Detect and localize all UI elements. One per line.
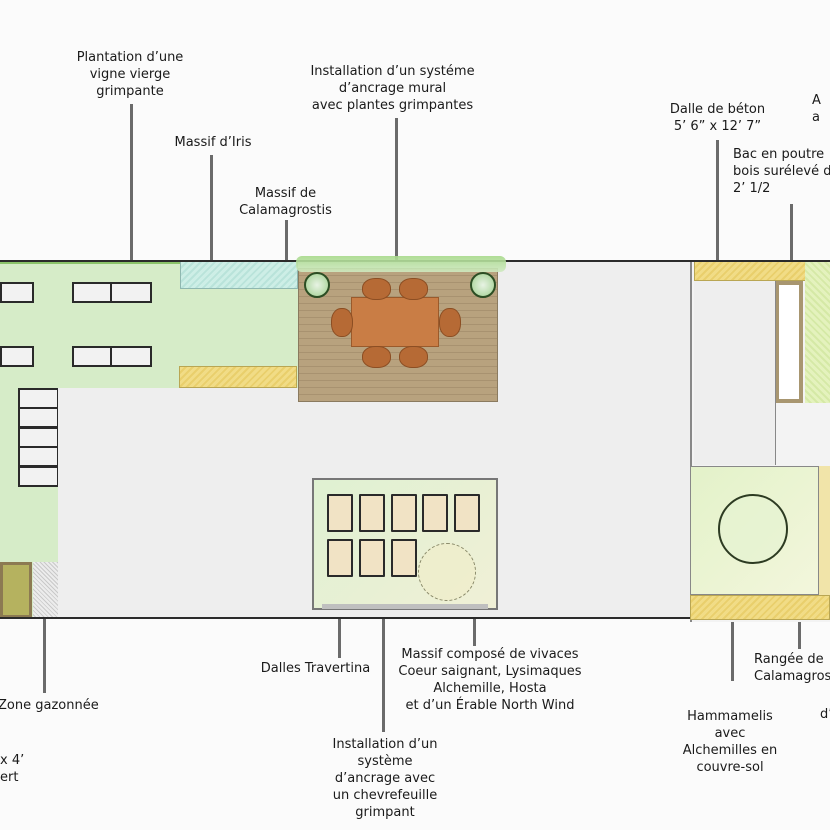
travertine-tile xyxy=(359,494,385,532)
paver xyxy=(18,466,59,487)
label-rangee-calamagrostis: Rangée de Calamagros xyxy=(754,652,830,684)
planter-pot-right-icon xyxy=(470,272,496,298)
travertine-tile xyxy=(327,539,353,577)
paver xyxy=(0,346,34,367)
honeysuckle-trellis xyxy=(322,604,488,609)
label-ancrage-chevrefeuille: Installation d’un système d’ancrage avec… xyxy=(332,737,438,820)
chair-icon xyxy=(362,346,391,368)
climbing-plants xyxy=(296,256,506,272)
chair-icon xyxy=(331,308,353,337)
label-right-fragment: d’ xyxy=(820,707,830,722)
leader-line-dalle-beton xyxy=(716,140,719,305)
travertine-tile xyxy=(454,494,480,532)
label-left-fragment: x 4’ ert xyxy=(0,753,25,785)
leader-line-ancrage-mural xyxy=(395,118,398,268)
travertine-tile xyxy=(391,494,417,532)
leader-line-iris xyxy=(210,155,213,281)
patio-slab-left xyxy=(58,388,310,618)
paver xyxy=(72,282,112,303)
iris-bed xyxy=(180,261,298,289)
paver xyxy=(110,346,152,367)
yellow-strip-right xyxy=(819,466,830,595)
leader-line-rangee-calamagrostis xyxy=(798,603,801,649)
paver xyxy=(72,346,112,367)
travertine-tile xyxy=(422,494,448,532)
leader-line-chevrefeuille xyxy=(382,610,385,732)
chair-icon xyxy=(439,308,461,337)
calamagrostis-bed xyxy=(179,366,297,388)
paver xyxy=(110,282,152,303)
label-hammamelis: Hammamelis avec Alchemilles en couvre-so… xyxy=(682,709,778,775)
leader-line-vigne xyxy=(130,104,133,260)
property-line-top-right xyxy=(690,260,830,262)
paver xyxy=(0,282,34,303)
travertine-tile xyxy=(359,539,385,577)
gravel-strip xyxy=(33,562,58,618)
label-top-right-fragment: A a xyxy=(812,93,821,125)
raised-wood-planter xyxy=(775,281,803,403)
hammamelis-tree-icon xyxy=(718,494,788,564)
paver xyxy=(18,427,59,448)
leader-line-bac-poutre xyxy=(790,204,793,306)
label-massif-iris: Massif d’Iris xyxy=(174,135,252,150)
label-zone-gazonnee: Zone gazonnée xyxy=(0,698,99,713)
label-massif-calamagrostis: Massif de Calamagrostis xyxy=(239,186,332,218)
travertine-tile xyxy=(327,494,353,532)
chair-icon xyxy=(362,278,391,300)
planter-pot-left-icon xyxy=(304,272,330,298)
label-bac-poutre: Bac en poutre bois surélevé d 2’ 1/2 xyxy=(733,147,830,196)
yellow-bed-top-right xyxy=(694,261,806,281)
chair-icon xyxy=(399,278,428,300)
concrete-slab xyxy=(694,281,776,465)
calamagrostis-row-bed xyxy=(690,595,830,620)
paver xyxy=(18,446,59,467)
paver xyxy=(18,388,59,409)
travertine-tile xyxy=(391,539,417,577)
dining-table xyxy=(351,297,439,347)
label-ancrage-mural: Installation d’un systéme d’ancrage mura… xyxy=(310,64,475,113)
paver xyxy=(18,407,59,428)
chair-icon xyxy=(399,346,428,368)
raised-planter-left xyxy=(0,562,32,618)
label-vigne-vierge: Plantation d’une vigne vierge grimpante xyxy=(76,50,184,99)
maple-tree-icon xyxy=(418,543,476,601)
property-line-bottom xyxy=(0,617,690,619)
label-dalle-beton: Dalle de béton 5’ 6” x 12’ 7” xyxy=(669,102,766,134)
green-bed-right xyxy=(805,261,830,403)
label-massif-vivaces: Massif composé de vivaces Coeur saignant… xyxy=(398,647,582,713)
vine-strip xyxy=(0,261,180,264)
label-dalles-travertina: Dalles Travertina xyxy=(260,661,371,676)
